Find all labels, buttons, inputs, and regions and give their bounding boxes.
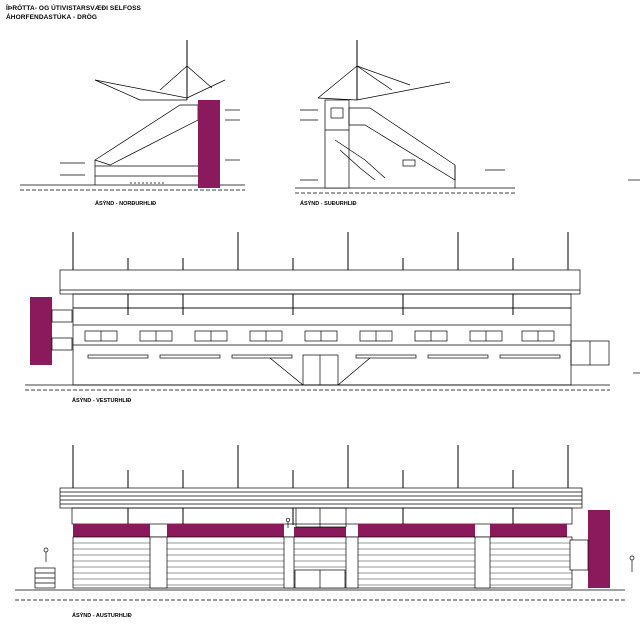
caption-south: ÁSÝND - SUÐURHLIÐ [300,201,357,207]
drawing-subtitle: ÁHORFENDASTÚKA - DRÖG [6,14,98,21]
caption-west: ÁSÝND - VESTURHLIÐ [72,398,132,404]
caption-east: ÁSÝND - AUSTURHLIÐ [72,613,132,619]
east-elevation [15,445,635,601]
caption-north: ÁSÝND - NORÐURHLIÐ [95,201,157,207]
north-elevation [20,40,245,191]
south-elevation [295,40,640,194]
west-elevation [25,232,640,391]
drawing-title: ÍÞRÓTTA- OG ÚTIVISTARSVÆÐI SELFOSS [6,5,141,12]
